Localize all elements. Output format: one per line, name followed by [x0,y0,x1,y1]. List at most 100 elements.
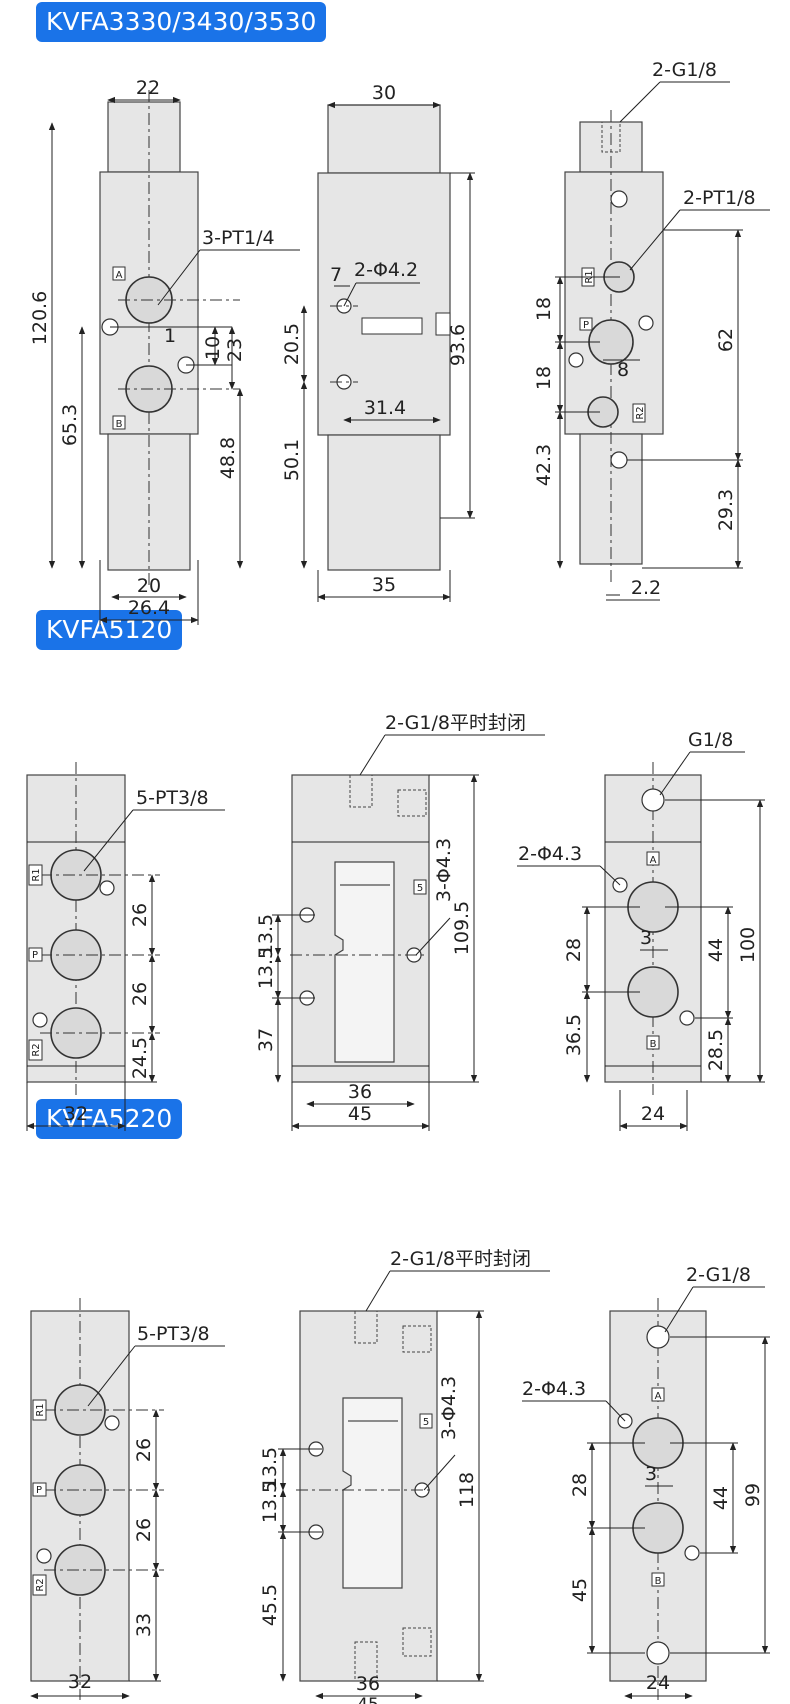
s1v2-hole-offset-label: 7 [330,264,342,286]
s3v1-callout: 5-PT3/8 [137,1323,210,1345]
s2v1-width-label: 32 [64,1103,88,1125]
s3v1-port-r1-label: R1 [35,1403,46,1416]
s2v3-hole-callout: 2-Φ4.3 [518,843,582,865]
s2v2-a-label: 13.5 [255,914,277,956]
s2v3-d44-label: 44 [705,938,727,962]
s1v3-bottom22-label: 2.2 [631,577,661,599]
s1v3-port-p-label: P [583,320,589,331]
s2v1-port-r2-label: R2 [31,1043,42,1056]
s2-side-view: 5 2-G1/8平时封闭 3-Φ4.3 13.5 13.5 37 109.5 3… [255,712,545,1131]
s3v3-g18-port-bottom [646,1641,670,1665]
s1-back-view: R1 P R2 2-G1/8 2-PT1/8 18 18 42.3 62 29.… [533,59,770,601]
s2v1-port-p-label: P [32,950,38,961]
s1v2-slot [361,317,423,335]
s3-back-view: A B 2-G1/8 2-Φ4.3 28 45 3 44 99 24 [522,1264,770,1700]
s3v3-d45-label: 45 [569,1578,591,1602]
s1v1-total-height-label: 120.6 [29,291,51,345]
s2v3-d36-label: 36.5 [563,1014,585,1056]
s2-front-view: R1 P R2 5-PT3/8 26 26 24.5 32 [26,762,225,1131]
s3v3-hole-callout: 2-Φ4.3 [522,1378,586,1400]
s1v3-bottom-cap [579,433,643,565]
s3v2-outer-label: 45 [357,1695,379,1704]
s2v3-width-label: 24 [641,1103,665,1125]
s3v2-height-label: 118 [456,1472,478,1508]
s1v3-pitch1-label: 18 [533,297,555,321]
s1v2-width-label: 30 [372,82,396,104]
s3v3-d3-label: 3 [645,1463,657,1485]
s2v3-port-b-label: B [650,1039,657,1050]
s1v2-spacing-label: 31.4 [364,397,406,419]
s1v2-lower-label: 50.1 [281,439,303,481]
s2v3-d28-label: 28 [563,938,585,962]
s1v1-base-inner-label: 20 [137,575,161,597]
s3v1-pitch1-label: 26 [133,1438,155,1462]
section-title-kvfa5220: KVFA5220 [36,1099,183,1139]
s2v1-pitch2-label: 26 [129,982,151,1006]
section-title-kvfa3330: KVFA3330/3430/3530 [36,2,327,42]
s1v3-pitch2-label: 18 [533,366,555,390]
s3v3-top-callout: 2-G1/8 [686,1264,751,1286]
s1-side-view: 30 93.6 20.5 50.1 31.4 7 2-Φ4.2 35 [281,82,475,602]
s3v1-pitch3-label: 33 [133,1613,155,1637]
s2v2-hole-callout: 3-Φ4.3 [433,838,455,902]
s2v1-pitch3-label: 24.5 [129,1037,151,1079]
s1v1-port-a-label: A [116,270,123,281]
s2v3-g18-port [641,788,665,812]
s1v1-base-outer-label: 26.4 [128,597,170,619]
s3v3-d44-label: 44 [710,1486,732,1510]
s1v2-base-label: 35 [372,574,396,596]
s1v3-offset8-label: 8 [617,359,629,381]
s1v1-top-cap [107,101,181,173]
s1v2-bottom-cap [327,434,441,571]
s2v3-d28b-label: 28.5 [705,1029,727,1071]
s3v3-d99-label: 99 [742,1483,764,1507]
s1v1-width-label: 22 [136,77,160,99]
s2v2-outer-label: 45 [348,1103,372,1125]
s2v3-d100-label: 100 [737,927,759,963]
s1v1-lower-height-label: 65.3 [59,404,81,446]
s3v3-port-b-label: B [655,1576,662,1587]
s1v3-port-r2-label: R2 [635,406,646,419]
s3v2-hole-callout: 3-Φ4.3 [438,1376,460,1440]
s3v2-top-callout: 2-G1/8平时封闭 [390,1248,531,1270]
s3v3-d28-label: 28 [569,1473,591,1497]
s1v1-offset-23-label: 23 [224,338,246,362]
s2v2-slide-window [334,861,395,1063]
s1v2-upper-label: 20.5 [281,323,303,365]
s2-back-view: A B G1/8 2-Φ4.3 28 36.5 3 44 28.5 100 24 [517,729,765,1131]
s2v2-top-callout: 2-G1/8平时封闭 [385,712,526,734]
s3v2-c-label: 45.5 [259,1584,281,1626]
s3v3-g18-port-top [646,1325,670,1349]
s2v1-callout: 5-PT3/8 [136,787,209,809]
s1v2-top-cap [327,104,441,174]
s2v1-pitch1-label: 26 [129,903,151,927]
s1v1-offset-10-label: 10 [202,336,224,360]
s3-side-view: 5 2-G1/8平时封闭 3-Φ4.3 13.5 13.5 45.5 118 3… [259,1248,550,1704]
s3v1-port-r2-label: R2 [35,1578,46,1591]
s1v2-hole-callout: 2-Φ4.2 [354,259,418,281]
s1-front-view: A B 22 120.6 65.3 48.8 23 10 1 3-PT1/4 2… [29,77,300,625]
s2v3-top-callout: G1/8 [688,729,733,751]
s1v1-bottom-height-label: 48.8 [217,437,239,479]
s2v3-d3-label: 3 [640,927,652,949]
s1v3-right62-label: 62 [715,328,737,352]
s1v1-offset-1-label: 1 [164,325,176,347]
s1v2-height-label: 93.6 [447,324,469,366]
s1v3-body [564,171,664,435]
s1v3-hole-bottom [610,451,628,469]
s3v2-b-label: 13.5 [259,1481,281,1523]
s3v2-label-5: 5 [423,1417,429,1428]
s1v1-port-b-label: B [116,419,123,430]
s1v1-bottom-cap [107,433,191,571]
s1v3-right29-label: 29.3 [715,489,737,531]
s3v1-port-p-label: P [36,1485,42,1496]
s1v3-lower-label: 42.3 [533,444,555,486]
s2v2-height-label: 109.5 [451,901,473,955]
s1v3-hole-top [610,190,628,208]
s3-front-view: R1 P R2 5-PT3/8 26 26 33 32 [30,1298,225,1700]
s3v2-slide-window [342,1397,403,1589]
s2v1-port-r1-label: R1 [31,868,42,881]
s1v3-top-callout: 2-G1/8 [652,59,717,81]
s3v1-pitch2-label: 26 [133,1518,155,1542]
